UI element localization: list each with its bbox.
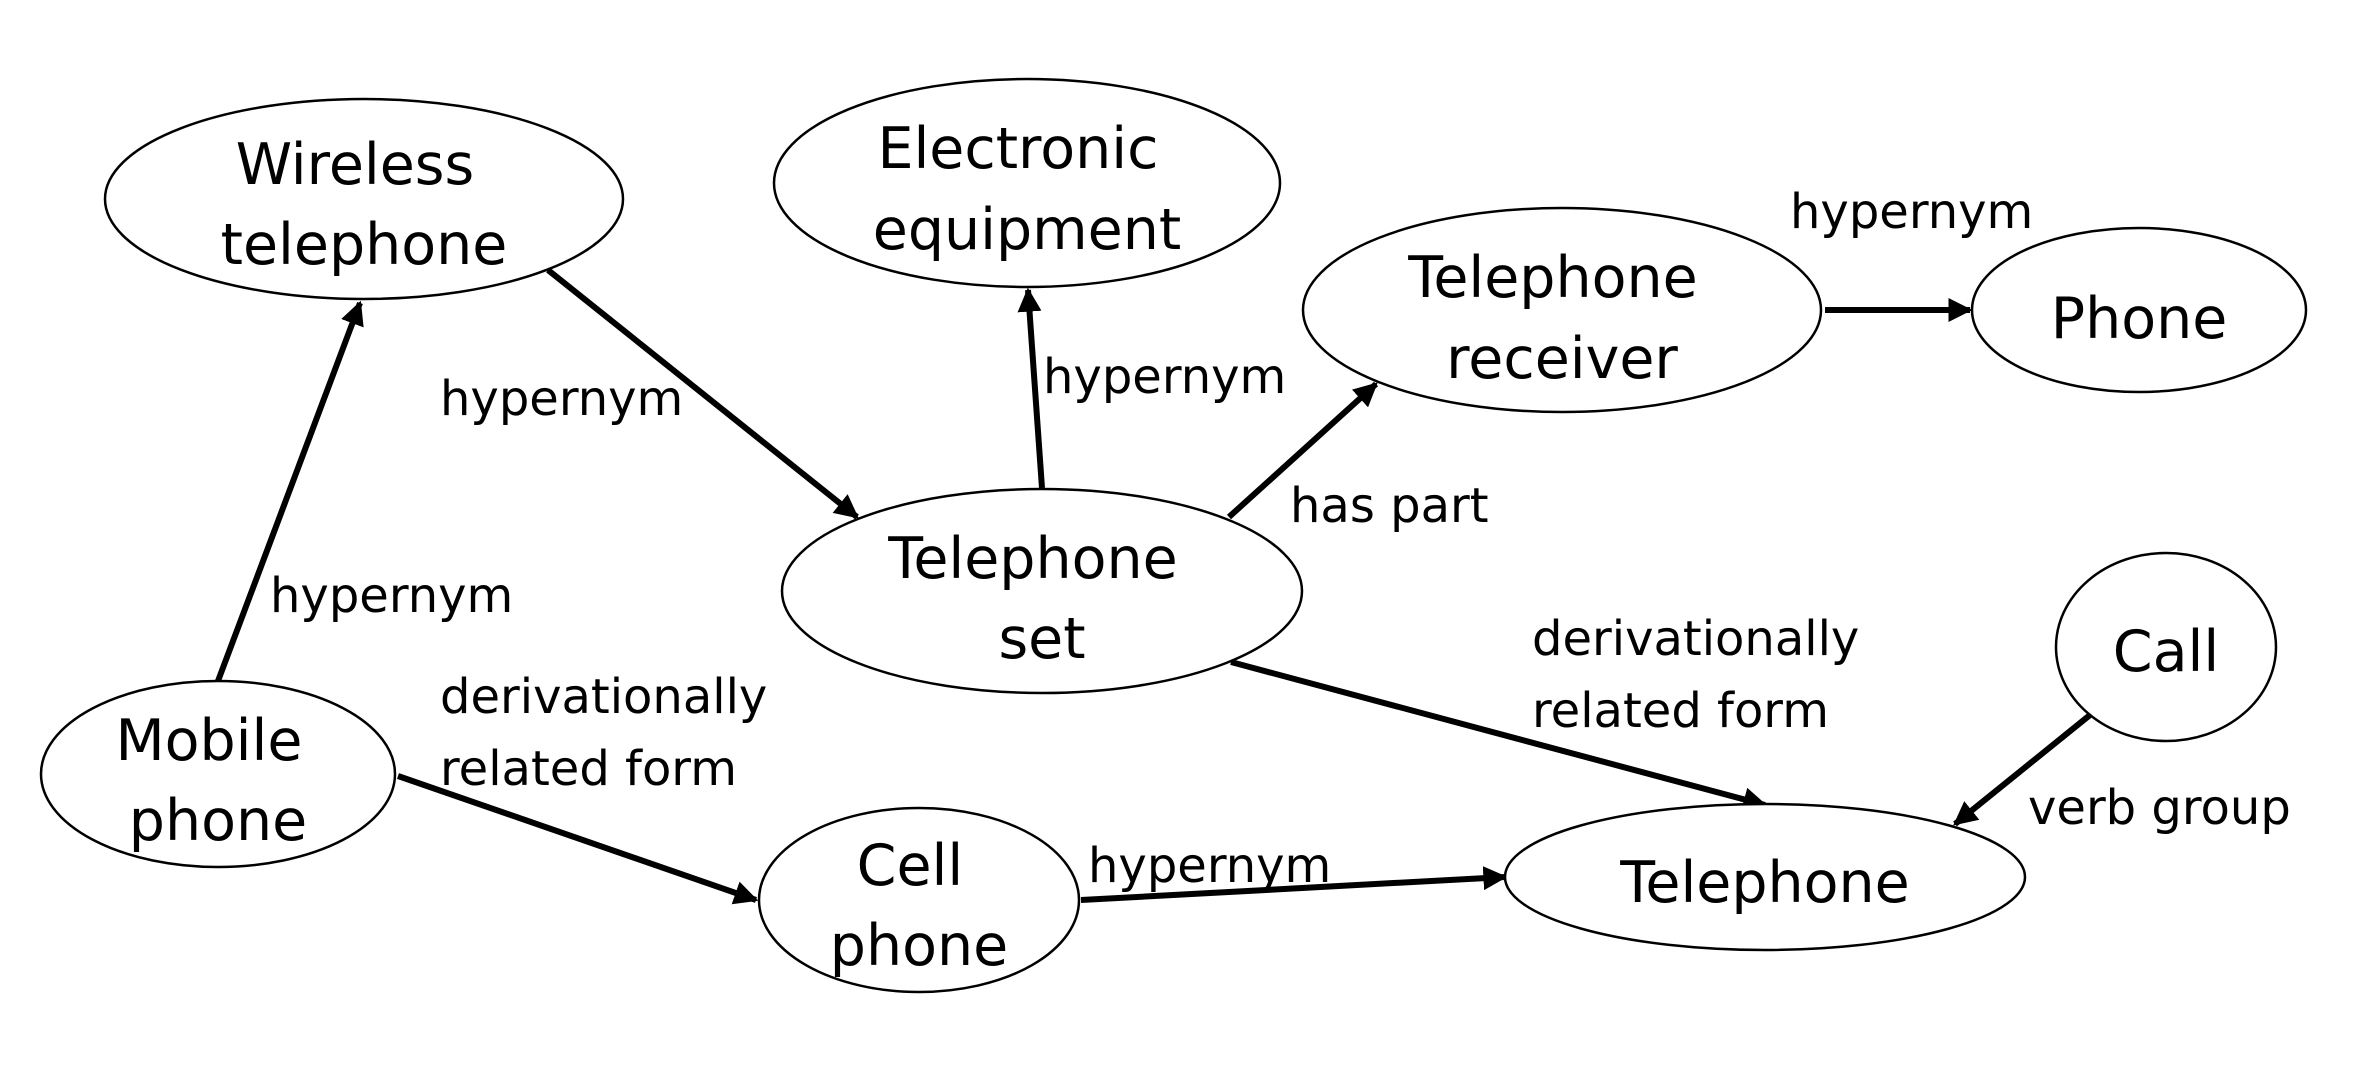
node-call: Call <box>2054 551 2278 743</box>
edge-telephone-set-to-receiver <box>1226 381 1379 520</box>
node-wireless-telephone-line-1: Wireless <box>236 132 475 198</box>
edge-mobile-to-cell-phone <box>397 773 759 905</box>
node-telephone-set-line-1: Telephone <box>887 526 1177 592</box>
edge-label-set-to-telephone-line-1: derivationally <box>1532 611 1859 667</box>
node-cell-phone-line-2: phone <box>830 913 1008 979</box>
node-cell-phone-line-1: Cell <box>857 833 964 899</box>
edge-label-wireless-to-set: hypernym <box>440 371 683 427</box>
edge-label-set-to-telephone: derivationally related form <box>1532 611 1875 739</box>
svg-text:Wireless telephone: Wireless telephone <box>221 132 508 278</box>
node-call-line-1: Call <box>2113 619 2219 685</box>
node-mobile-phone-line-1: Mobile <box>115 708 302 774</box>
edge-label-set-to-receiver: has part <box>1290 478 1489 534</box>
node-cell-phone: Cell phone <box>757 806 1081 994</box>
edge-mobile-to-wireless <box>215 300 364 683</box>
edge-wireless-to-telephone-set <box>546 267 859 520</box>
svg-text:Telephone receiver: Telephone receiver <box>1407 245 1716 392</box>
edge-label-cell-to-telephone: hypernym <box>1088 838 1331 894</box>
svg-text:Telephone: Telephone <box>1619 850 1909 916</box>
edge-cell-phone-to-telephone <box>1080 866 1508 903</box>
edge-call-to-telephone <box>1953 712 2092 827</box>
node-mobile-phone-line-2: phone <box>129 788 307 854</box>
edge-label-mobile-to-cell-line-1: derivationally <box>440 669 767 725</box>
edge-telephone-set-to-electronic-equipment <box>1017 287 1045 489</box>
edge-label-set-to-telephone-line-2: related form <box>1532 683 1829 739</box>
node-telephone-set-line-2: set <box>998 606 1085 672</box>
node-phone-line-1: Phone <box>2051 286 2228 352</box>
node-wireless-telephone-line-2: telephone <box>221 212 508 278</box>
node-phone: Phone <box>1970 226 2308 394</box>
node-electronic-equipment: Electronic equipment <box>772 77 1282 289</box>
edge-label-mobile-to-cell: derivationally related form <box>440 669 783 797</box>
svg-text:Phone: Phone <box>2051 286 2228 352</box>
svg-text:Electronic equipment: Electronic equipment <box>873 116 1181 263</box>
node-telephone-receiver: Telephone receiver <box>1301 206 1823 414</box>
svg-text:Cell phone: Cell phone <box>830 833 1008 979</box>
edge-label-mobile-to-wireless: hypernym <box>270 568 513 624</box>
edge-label-set-to-electronic: hypernym <box>1043 349 1286 405</box>
svg-text:Telephone set: Telephone set <box>887 526 1196 672</box>
node-mobile-phone: Mobile phone <box>39 679 397 869</box>
svg-text:Call: Call <box>2113 619 2219 685</box>
edge-telephone-set-to-telephone <box>1230 659 1768 812</box>
edge-label-call-to-telephone: verb group <box>2028 780 2291 836</box>
node-telephone-line-1: Telephone <box>1619 850 1909 916</box>
node-telephone-set: Telephone set <box>780 487 1304 695</box>
svg-text:Mobile phone: Mobile phone <box>115 708 320 854</box>
node-telephone: Telephone <box>1503 802 2027 952</box>
node-electronic-equipment-line-1: Electronic <box>877 116 1158 182</box>
node-telephone-receiver-line-1: Telephone <box>1407 245 1697 311</box>
edge-label-receiver-to-phone: hypernym <box>1790 184 2033 240</box>
node-wireless-telephone: Wireless telephone <box>103 97 625 301</box>
node-electronic-equipment-line-2: equipment <box>873 197 1181 263</box>
node-telephone-receiver-line-2: receiver <box>1446 326 1678 392</box>
edge-label-mobile-to-cell-line-2: related form <box>440 741 737 797</box>
